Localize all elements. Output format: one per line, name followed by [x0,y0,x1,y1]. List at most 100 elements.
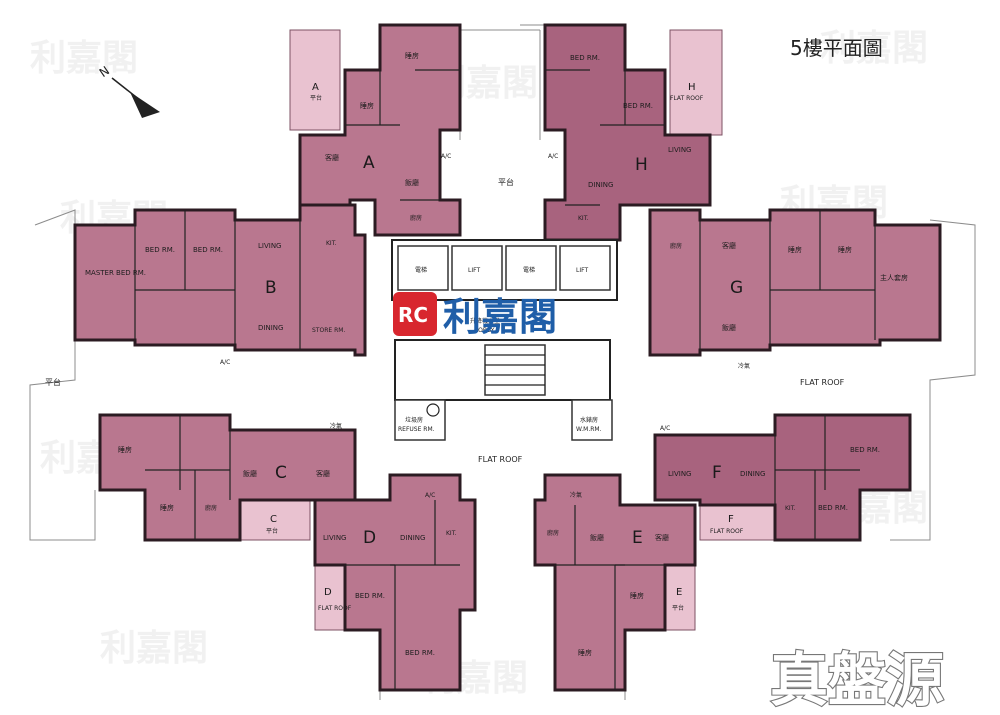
terrace-d-letter: D [324,587,332,598]
unit-b-ac-label: A/C [220,359,230,366]
lobby-label-cn: 升降機大堂 [470,317,500,325]
unit-c-dining-label: 飯廳 [243,469,257,478]
watermark-text: 利嘉閣 [820,28,928,69]
unit-e-dining-label: 飯廳 [590,533,604,542]
unit-d-living-label: LIVING [323,534,346,542]
watermark-text: 利嘉閣 [30,38,138,79]
unit-f-bed-label: BED RM. [818,504,848,512]
water-meter-room [571,399,613,441]
unit-c-bed-label: 睡房 [118,445,132,454]
terrace-a-label: 平台 [310,94,322,102]
terrace-h [669,29,723,136]
central-core: 電梯 LIFT 電梯 LIFT 垃圾房 REFUSE RM. 水錶房 W.M.R… [391,239,618,464]
unit-g-letter: G [730,278,743,298]
unit-d-dining-label: DINING [400,534,425,542]
unit-a-bed-label: 睡房 [405,51,419,60]
unit-g-dining-label: 飯廳 [722,323,736,332]
staircase [484,344,546,396]
company-logo: RC 利嘉閣 [393,292,557,339]
unit-h-ac-label: A/C [548,153,558,160]
unit-d-letter: D [363,528,376,548]
platform-label: 平台 [498,177,514,187]
unit-c-bed-label: 睡房 [160,503,174,512]
unit-h-dining-label: DINING [588,181,613,189]
unit-f-living-label: LIVING [668,470,691,478]
terrace-d-label: FLAT ROOF [318,605,352,612]
unit-d-bed-label: BED RM. [355,592,385,600]
lift-label: LIFT [468,267,480,274]
unit-g: 客廳 飯廳 睡房 睡房 主人套房 廚房 G 冷氣 [648,208,942,370]
unit-b-master-label: MASTER BED RM. [85,269,146,277]
terrace-h-label: FLAT ROOF [670,95,704,102]
unit-c-letter: C [275,463,287,483]
terraces [239,29,776,631]
unit-d-bed-label: BED RM. [405,649,435,657]
page-title: 5樓平面圖 [790,36,883,60]
terrace-f-label: FLAT ROOF [710,528,744,535]
unit-b-bed-label: BED RM. [193,246,223,254]
unit-g-master-label: 主人套房 [880,273,908,282]
lift-car [451,245,503,291]
unit-d: LIVING DINING KIT. BED RM. BED RM. D D F… [313,473,477,692]
terrace-a-letter: A [312,82,319,93]
unit-e-living-label: 客廳 [655,533,669,542]
lift-label: 電梯 [415,266,427,274]
unit-c-ac-label: 冷氣 [330,422,342,430]
terrace-c-letter: C [270,514,277,525]
unit-g-kitchen-label: 廚房 [670,242,682,250]
unit-c-kitchen-label: 廚房 [205,504,217,512]
terrace-e-label: 平台 [672,604,684,612]
terrace-e-letter: E [676,587,682,598]
terrace-d [314,564,346,631]
terrace-c [239,499,311,541]
terrace-h-letter: H [688,82,696,93]
unit-d-kitchen-label: KIT. [446,530,457,537]
unit-e-kitchen-label: 廚房 [547,529,559,537]
unit-g-bed-label: 睡房 [838,245,852,254]
unit-f-letter: F [712,463,722,483]
unit-a: 睡房 睡房 客廳 飯廳 廚房 A A 平台 A/C [298,23,462,237]
source-mark: 真盤源 [770,646,944,714]
unit-a-ac-label: A/C [441,153,451,160]
terrace-c-label: 平台 [266,527,278,535]
unit-e-bed-label: 睡房 [578,648,592,657]
unit-h-letter: H [635,155,648,175]
terrace-e [664,564,696,631]
unit-f: LIVING DINING BED RM. BED RM. KIT. F F F… [653,413,912,542]
lift-car [505,245,557,291]
unit-f-kitchen-label: KIT. [785,505,796,512]
unit-b: MASTER BED RM. BED RM. BED RM. LIVING DI… [73,203,367,366]
unit-b-living-label: LIVING [258,242,281,250]
unit-g-ac-label: 冷氣 [738,362,750,370]
unit-h-bed-label: BED RM. [570,54,600,62]
unit-d-ac-label: A/C [425,492,435,499]
unit-f-ac-label: A/C [660,425,670,432]
refuse-room [394,399,446,441]
terrace-a [289,29,341,131]
lift-car [397,245,449,291]
unit-b-bed-label: BED RM. [145,246,175,254]
refuse-room-label-cn: 垃圾房 [405,416,423,424]
unit-e-letter: E [632,528,643,548]
lift-label: LIFT [576,267,588,274]
unit-a-kitchen-label: 廚房 [410,214,422,222]
water-meter-label-en: W.M.RM. [576,426,602,433]
unit-f-bed-label: BED RM. [850,446,880,454]
lobby-label-en: LOBBY [475,327,495,334]
unit-b-kitchen-label: KIT. [326,240,337,247]
unit-a-bed-label: 睡房 [360,101,374,110]
unit-a-living-label: 客廳 [325,153,339,162]
logo-mark: RC [398,303,428,327]
watermark-text: 利嘉閣 [100,628,208,669]
unit-a-dining-label: 飯廳 [405,178,419,187]
unit-g-bed-label: 睡房 [788,245,802,254]
unit-a-letter: A [363,153,375,173]
unit-b-store-label: STORE RM. [312,327,345,334]
unit-g-living-label: 客廳 [722,241,736,250]
unit-h-bed-label: BED RM. [623,102,653,110]
water-meter-label-cn: 水錶房 [580,416,598,424]
logo-name: 利嘉閣 [443,294,557,339]
logo-mark-bg [393,292,437,336]
unit-h: BED RM. BED RM. LIVING DINING KIT. H H F… [543,23,712,242]
